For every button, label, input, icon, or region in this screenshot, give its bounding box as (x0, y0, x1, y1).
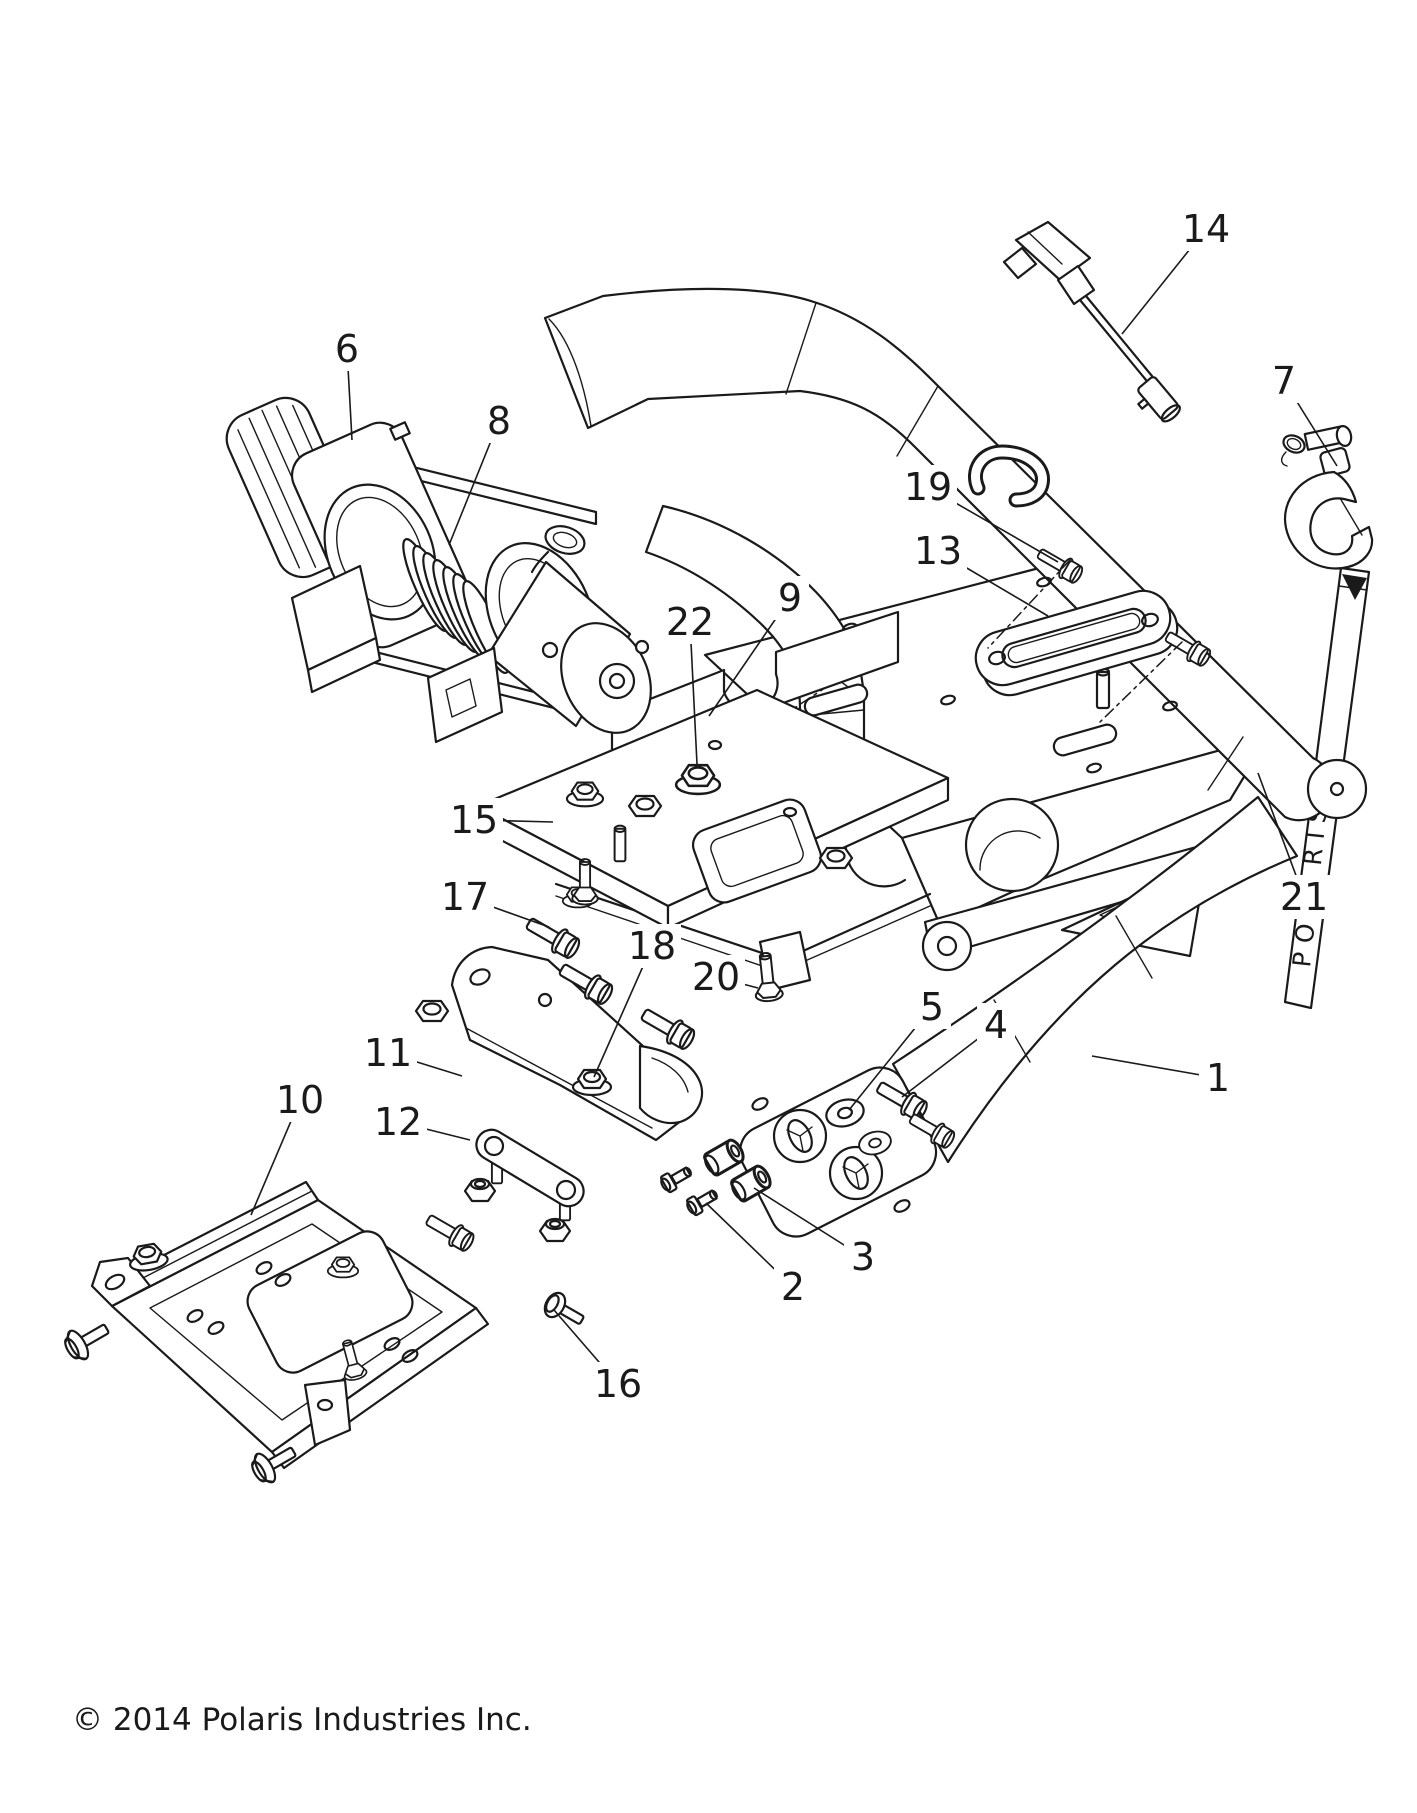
callout-6: 6 (335, 327, 359, 371)
callout-19: 19 (904, 465, 952, 509)
winch-motor (486, 560, 652, 734)
callout-8: 8 (487, 399, 511, 443)
winch-assembly (225, 396, 652, 744)
callout-21: 21 (1280, 875, 1328, 919)
callout-4: 4 (984, 1003, 1008, 1047)
callout-bg-13 (909, 529, 967, 573)
callout-3: 3 (851, 1235, 875, 1279)
callout-13: 13 (914, 529, 962, 573)
callout-bg-1 (1199, 1056, 1237, 1100)
link-strap-12 (463, 1128, 585, 1243)
callout-12: 12 (374, 1100, 422, 1144)
callout-7: 7 (1272, 359, 1296, 403)
callout-bg-21 (1275, 875, 1333, 919)
callout-bg-15 (445, 798, 503, 842)
callout-17: 17 (441, 875, 489, 919)
fairlead (974, 589, 1179, 697)
callout-bg-9 (771, 576, 809, 620)
callout-bg-3 (844, 1235, 882, 1279)
winch-mount-feet (290, 564, 504, 744)
winch-mount-plate-15 (476, 688, 950, 930)
callout-2: 2 (781, 1265, 805, 1309)
callout-14: 14 (1182, 207, 1230, 251)
callout-bg-17 (436, 875, 494, 919)
upper-frame-tube (543, 287, 1368, 822)
callout-bg-19 (899, 465, 957, 509)
lower-mount-bracket-10 (58, 1180, 590, 1489)
callout-bg-6 (328, 327, 366, 371)
winch-breather-lead (1002, 220, 1181, 423)
callout-leader-22 (689, 621, 698, 765)
copyright-text: © 2014 Polaris Industries Inc. (72, 1702, 532, 1738)
callout-bg-8 (480, 399, 518, 443)
callout-20: 20 (692, 955, 740, 999)
callout-bg-11 (359, 1031, 417, 1075)
callout-bg-7 (1265, 359, 1303, 403)
support-bracket-11 (414, 910, 785, 1222)
assembly-centerlines (707, 559, 1183, 766)
callout-18: 18 (628, 924, 676, 968)
callout-bg-4 (977, 1003, 1015, 1047)
callout-bg-2 (774, 1265, 812, 1309)
callout-10: 10 (276, 1078, 324, 1122)
callout-15: 15 (450, 798, 498, 842)
callout-bg-16 (589, 1362, 647, 1406)
u-guide-fill (971, 447, 1047, 505)
callout-bg-5 (913, 985, 951, 1029)
callout-bg-20 (687, 955, 745, 999)
callout-bg-22 (661, 600, 719, 644)
callout-bg-10 (271, 1078, 329, 1122)
callout-1: 1 (1206, 1056, 1230, 1100)
callout-16: 16 (594, 1362, 642, 1406)
callout-5: 5 (920, 985, 944, 1029)
callout-leader-1 (1091, 1055, 1219, 1079)
winch-cable-loop (530, 525, 586, 574)
deck-details (803, 444, 1178, 774)
callout-bg-18 (623, 924, 681, 968)
callout-11: 11 (364, 1031, 412, 1075)
lower-bumper-tube (738, 795, 1299, 1238)
callout-bg-14 (1177, 207, 1235, 251)
winch-hook (1280, 425, 1374, 570)
callout-9: 9 (778, 576, 802, 620)
callout-22: 22 (666, 600, 714, 644)
callout-bg-12 (369, 1100, 427, 1144)
